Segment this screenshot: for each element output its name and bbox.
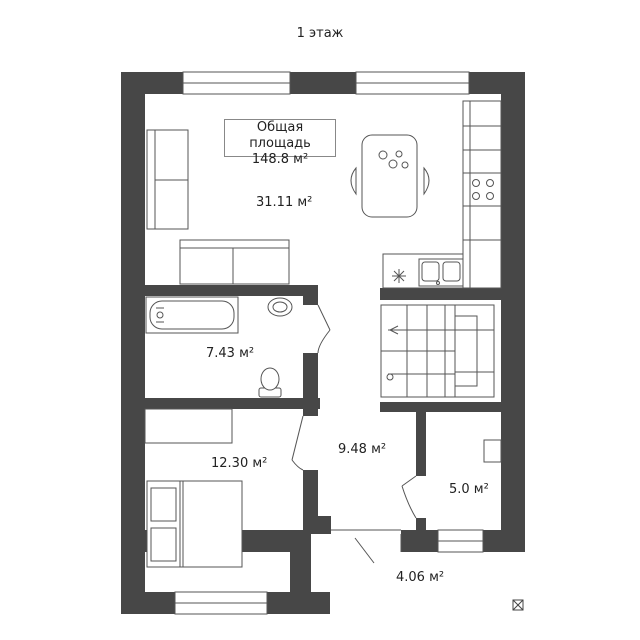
doors [291,304,417,564]
room-area-bedroom: 12.30 м² [211,456,268,471]
utility-cabinet [483,439,502,463]
dining-table [350,134,430,218]
room-area-porch: 4.06 м² [396,570,445,585]
total-area-box: Общая площадь 148.8 м² [224,119,336,167]
interior-walls [145,285,501,532]
total-area-value: 148.8 м² [251,152,309,167]
room-area-living: 31.11 м² [256,195,313,210]
total-area-label: Общая площадь [249,120,311,151]
snowflake-icon [392,269,406,283]
floor-title: 1 этаж [296,26,344,41]
bedroom-furniture [144,408,243,568]
room-area-utility: 5.0 м² [449,482,489,497]
room-area-bathroom: 7.43 м² [206,346,255,361]
compass-icon [512,599,524,611]
living-furniture [146,129,290,285]
bathroom-fixtures [145,296,293,398]
kitchen [382,100,502,289]
room-area-hall: 9.48 м² [338,442,387,457]
stairs [380,304,495,398]
